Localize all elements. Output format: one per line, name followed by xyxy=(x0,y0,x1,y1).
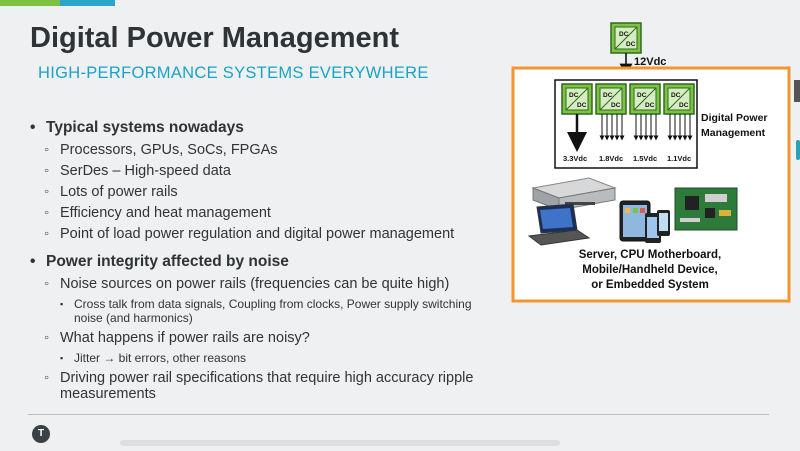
sub-bullet-item: Cross talk from data signals, Coupling f… xyxy=(60,297,500,325)
section-heading-typical-systems: Typical systems nowadays xyxy=(30,119,500,137)
accent-bar-blue xyxy=(60,0,115,6)
footer-divider xyxy=(28,414,769,415)
dpm-label-line1: Digital Power xyxy=(701,112,768,124)
input-voltage-label: 12Vdc xyxy=(634,56,666,68)
rail-arrows-1v8 xyxy=(599,114,625,141)
svg-text:DC: DC xyxy=(577,102,587,109)
converter-out-label: DC xyxy=(626,41,636,48)
laptop-image xyxy=(527,203,591,246)
caption-line3: or Embedded System xyxy=(591,279,709,291)
converter-4: DC DC xyxy=(663,83,695,115)
svg-text:DC: DC xyxy=(611,102,621,109)
svg-text:DC: DC xyxy=(569,92,579,99)
rail-label-3v3: 3.3Vdc xyxy=(563,154,587,163)
bullet-list: Typical systems nowadays Processors, GPU… xyxy=(30,119,500,407)
svg-text:DC: DC xyxy=(645,102,655,109)
section-heading-power-integrity: Power integrity affected by noise xyxy=(30,253,500,271)
bullet-item: Noise sources on power rails (frequencie… xyxy=(44,276,500,292)
sub-bullet-item: Jitter → bit errors, other reasons xyxy=(60,351,500,365)
embedded-board-image xyxy=(674,187,738,231)
accent-bar-green xyxy=(0,0,60,6)
tablet-image xyxy=(619,200,651,242)
edge-fragment xyxy=(794,80,800,102)
bullet-item: Efficiency and heat management xyxy=(44,205,500,221)
input-dc-dc-converter: DC DC xyxy=(610,22,642,54)
svg-text:DC: DC xyxy=(637,92,647,99)
caption-line2: Mobile/Handheld Device, xyxy=(582,264,717,276)
rail-arrows-1v5 xyxy=(633,114,659,141)
bullet-item: What happens if power rails are noisy? xyxy=(44,330,500,346)
footer-text-blurred xyxy=(120,440,560,446)
caption-line1: Server, CPU Motherboard, xyxy=(579,249,722,261)
svg-text:DC: DC xyxy=(671,92,681,99)
rail-label-1v1: 1.1Vdc xyxy=(667,154,691,163)
bullet-item: Lots of power rails xyxy=(44,184,500,200)
brand-logo: T xyxy=(32,425,50,443)
edge-fragment xyxy=(796,140,800,160)
rail-label-1v5: 1.5Vdc xyxy=(633,154,657,163)
rail-arrows-1v1 xyxy=(667,114,693,141)
dpm-label-line2: Management xyxy=(701,127,766,139)
bullet-item: Processors, GPUs, SoCs, FPGAs xyxy=(44,142,500,158)
converter-3: DC DC xyxy=(629,83,661,115)
svg-text:DC: DC xyxy=(679,102,689,109)
converter-2: DC DC xyxy=(595,83,627,115)
accent-bar xyxy=(0,0,800,6)
slide-title: Digital Power Management xyxy=(30,22,400,54)
bullet-item: Driving power rail specifications that r… xyxy=(44,370,500,402)
converter-1: DC DC xyxy=(561,83,593,115)
power-system-diagram: DC DC 12Vdc DC DC DC DC DC DC DC DC xyxy=(511,22,791,303)
rail-label-1v8: 1.8Vdc xyxy=(599,154,623,163)
phone-image xyxy=(645,210,670,243)
slide-subtitle: HIGH-PERFORMANCE SYSTEMS EVERYWHERE xyxy=(38,64,429,82)
converter-in-label: DC xyxy=(619,31,629,38)
bullet-item: SerDes – High-speed data xyxy=(44,163,500,179)
svg-text:DC: DC xyxy=(603,92,613,99)
bullet-item: Point of load power regulation and digit… xyxy=(44,226,500,242)
